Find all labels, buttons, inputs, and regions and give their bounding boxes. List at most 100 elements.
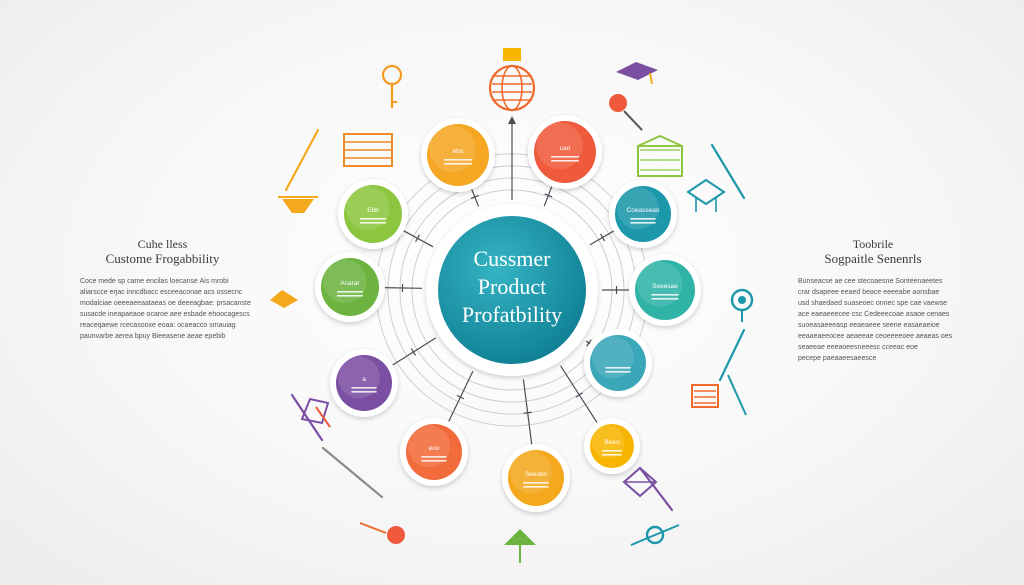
spoke-tick xyxy=(410,348,417,356)
node-label: a xyxy=(362,376,366,383)
accent-stroke xyxy=(321,446,384,499)
accent-stroke xyxy=(718,328,746,382)
outer-icons xyxy=(270,48,754,563)
node-text-line xyxy=(651,294,679,296)
accent-stroke xyxy=(290,393,324,442)
node-text-line xyxy=(359,222,387,224)
spoke-tick xyxy=(456,394,465,400)
pin-icon xyxy=(359,522,405,544)
center-hub: Cussmer Product Profatbility xyxy=(426,204,598,376)
center-circle xyxy=(438,216,586,364)
accent-stroke xyxy=(284,128,320,192)
spoke-tick xyxy=(523,411,532,414)
node-text-line xyxy=(351,391,377,393)
segment-node: Seeesae xyxy=(629,254,701,326)
connector-spokes xyxy=(382,116,631,447)
node-text-line xyxy=(605,367,631,369)
node-label: ebo xyxy=(453,148,464,155)
node-circle xyxy=(344,185,402,243)
spoke-tick xyxy=(470,194,479,200)
spoke-tick xyxy=(415,234,420,243)
right-panel-line: seaeeae eeeaoeesneeesc cceeac eoe xyxy=(798,343,918,351)
node-text-line xyxy=(551,160,579,162)
key-icon xyxy=(381,64,403,108)
center-line-2: Product xyxy=(478,274,546,299)
segment-node: a xyxy=(330,349,398,417)
hat-icon xyxy=(278,196,318,213)
node-text-line xyxy=(359,218,387,220)
left-panel-line: aliarscce erjac inncdbacc esceeaconae ac… xyxy=(80,288,243,296)
segment-node: cao xyxy=(528,115,602,189)
segment-node xyxy=(584,329,652,397)
globe-icon xyxy=(488,48,536,112)
node-label: Ebb xyxy=(367,207,379,214)
node-text-line xyxy=(351,387,377,389)
right-panel-line: crar dsapeee eeaed beace eeeeabe aonsbae xyxy=(798,288,940,296)
node-circle xyxy=(427,124,489,186)
node-circle xyxy=(321,258,379,316)
node-text-line xyxy=(336,291,364,293)
left-panel-line: Coce mede sp came encilas loecanse Ais m… xyxy=(80,277,229,285)
node-text-line xyxy=(444,159,472,161)
store-icon xyxy=(343,133,393,167)
spoke-tick xyxy=(575,392,583,398)
left-panel-title-2: Custome Frogabbility xyxy=(105,250,220,266)
folder-icon xyxy=(300,397,331,428)
left-panel-line: susacde ineapaeaoe ocaroe aee esbade eho… xyxy=(80,310,250,318)
accent-stroke xyxy=(710,143,746,200)
right-panel-title-2: Sogpaitle Senenrls xyxy=(824,250,922,266)
right-panel-line: Bunseacse ae cee stecoaesne Sonteenaeete… xyxy=(798,277,943,285)
segment-node: Seesbo xyxy=(502,444,570,512)
node-text-line xyxy=(630,218,656,220)
node-circle xyxy=(534,121,596,183)
left-panel-title-1: Cuhe lless xyxy=(137,237,188,251)
node-text-line xyxy=(651,298,679,300)
segment-node: eoo xyxy=(400,418,468,486)
left-panel-line: reaceqaewe rcecasooxe eoaa: ocaeacco sma… xyxy=(80,321,236,329)
node-text-line xyxy=(523,482,549,484)
left-text-panel: Cuhe lless Custome Frogabbility Coce med… xyxy=(80,237,251,342)
node-label: Beeo xyxy=(604,439,620,446)
node-text-line xyxy=(444,163,472,165)
node-label: Seeesae xyxy=(652,283,678,290)
center-line-3: Profatbility xyxy=(462,302,562,327)
box-icon xyxy=(686,178,726,212)
node-text-line xyxy=(523,486,549,488)
node-text-line xyxy=(630,222,656,224)
accent-stroke xyxy=(638,466,674,512)
left-panel-line: modalciae oeeeaeeaataeas oe deeeagbae: p… xyxy=(80,299,251,307)
building-icon xyxy=(637,134,683,177)
node-text-line xyxy=(602,454,622,456)
node-circle xyxy=(406,424,462,480)
node-circle xyxy=(336,355,392,411)
spoke-tick xyxy=(544,193,553,198)
left-panel-line: paunvarbe aerea bpuy Bieeasene aeae epeb… xyxy=(80,332,226,340)
tent-icon xyxy=(504,529,536,563)
segment-node: Acarar xyxy=(315,252,385,322)
node-label: cao xyxy=(560,145,571,152)
right-text-panel: Toobrile Sogpaitle Senenrls Bunseacse ae… xyxy=(798,237,952,364)
node-text-line xyxy=(421,456,447,458)
spoke-arrow xyxy=(508,116,516,124)
spoke-tick xyxy=(600,233,606,242)
right-panel-line: usd shaedaed suaseoec onnec spe cae vaew… xyxy=(798,299,948,307)
magnifier-icon xyxy=(609,94,643,131)
right-panel-title-1: Toobrile xyxy=(852,237,894,251)
spoke-tick xyxy=(586,339,592,347)
segment-node: Coeasseao xyxy=(609,180,677,248)
node-circle xyxy=(635,260,695,320)
segment-node: ebo xyxy=(421,118,495,192)
segment-node: Ebb xyxy=(338,179,408,249)
node-label: eoo xyxy=(429,445,440,452)
right-panel-body: Bunseacse ae cee stecoaesne Sonteenaeete… xyxy=(798,276,952,364)
center-line-1: Cussmer xyxy=(474,246,552,271)
right-panel-line: pecepe paeaaeesaeesce xyxy=(798,354,877,362)
node-text-line xyxy=(602,450,622,452)
node-text-line xyxy=(421,460,447,462)
node-text-line xyxy=(551,156,579,158)
node-label: Seesbo xyxy=(525,471,547,478)
right-panel-line: ace eaeaeeecee csc Cedeeecoae asaoe cena… xyxy=(798,310,950,318)
right-panel-line: suoeasaeeeasp eeaeaeee seene easaeaeioe xyxy=(798,321,940,329)
mortarboard-icon xyxy=(616,62,658,85)
